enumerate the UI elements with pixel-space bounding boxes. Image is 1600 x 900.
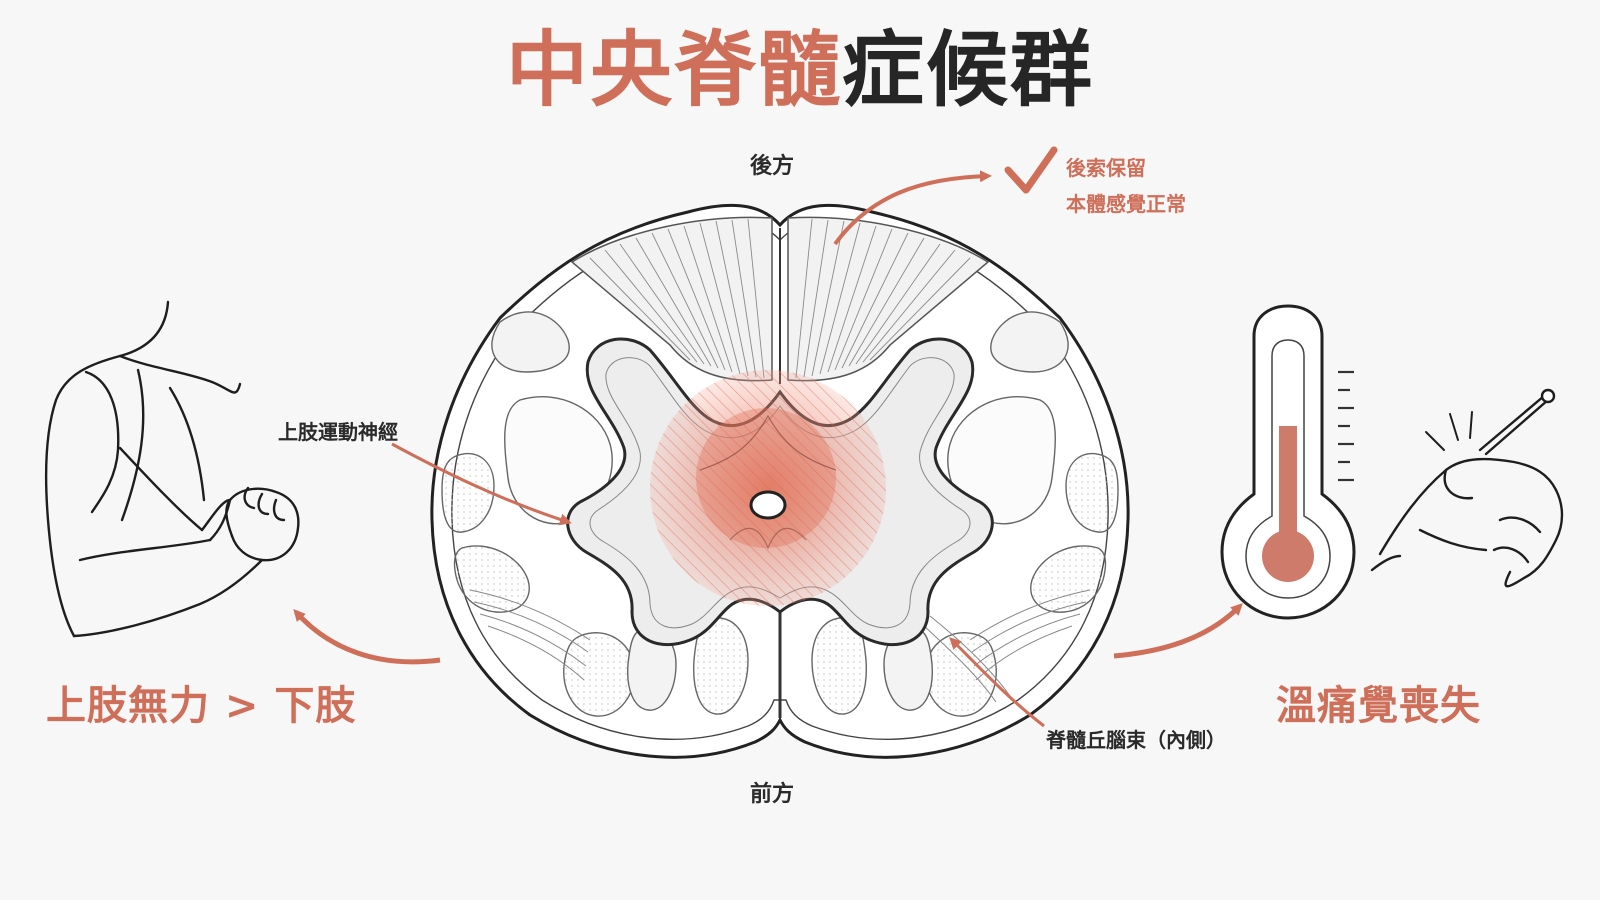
white-matter-tracts xyxy=(441,311,1119,717)
arrow-motor-label xyxy=(391,442,572,526)
dorsal-column-label-line1: 後索保留 xyxy=(1066,156,1146,180)
spinothalamic-fibers xyxy=(469,589,1091,703)
weakness-label: 上肢無力 > 下肢 xyxy=(46,683,357,729)
title-dark: 症候群 xyxy=(842,23,1095,118)
central-cord-lesion xyxy=(650,370,886,606)
dorsal-columns xyxy=(570,216,990,382)
posterior-label: 後方 xyxy=(750,154,795,179)
arrow-to-thermometer xyxy=(1113,603,1243,659)
arrow-to-arm xyxy=(293,609,441,665)
pin-prick-icon xyxy=(1370,388,1564,588)
spinal-cord-cross-section xyxy=(430,203,1130,759)
flexed-arm-icon xyxy=(44,300,300,638)
arrow-dorsal-to-check xyxy=(833,170,992,246)
check-icon xyxy=(1004,146,1058,194)
central-canal xyxy=(749,490,787,520)
thermometer-icon xyxy=(1220,304,1356,620)
pain-temp-loss-label: 溫痛覺喪失 xyxy=(1276,683,1481,729)
dorsal-column-label-line2: 本體感覺正常 xyxy=(1066,192,1186,216)
spinothalamic-label: 脊髓丘腦束（內側） xyxy=(1046,728,1226,752)
title-accent: 中央脊髓 xyxy=(505,23,842,118)
page-title: 中央脊髓症候群 xyxy=(0,23,1600,118)
anterior-label: 前方 xyxy=(750,782,795,807)
arrow-spinothalamic-label xyxy=(949,637,1045,728)
upper-limb-motor-label: 上肢運動神經 xyxy=(278,420,398,444)
